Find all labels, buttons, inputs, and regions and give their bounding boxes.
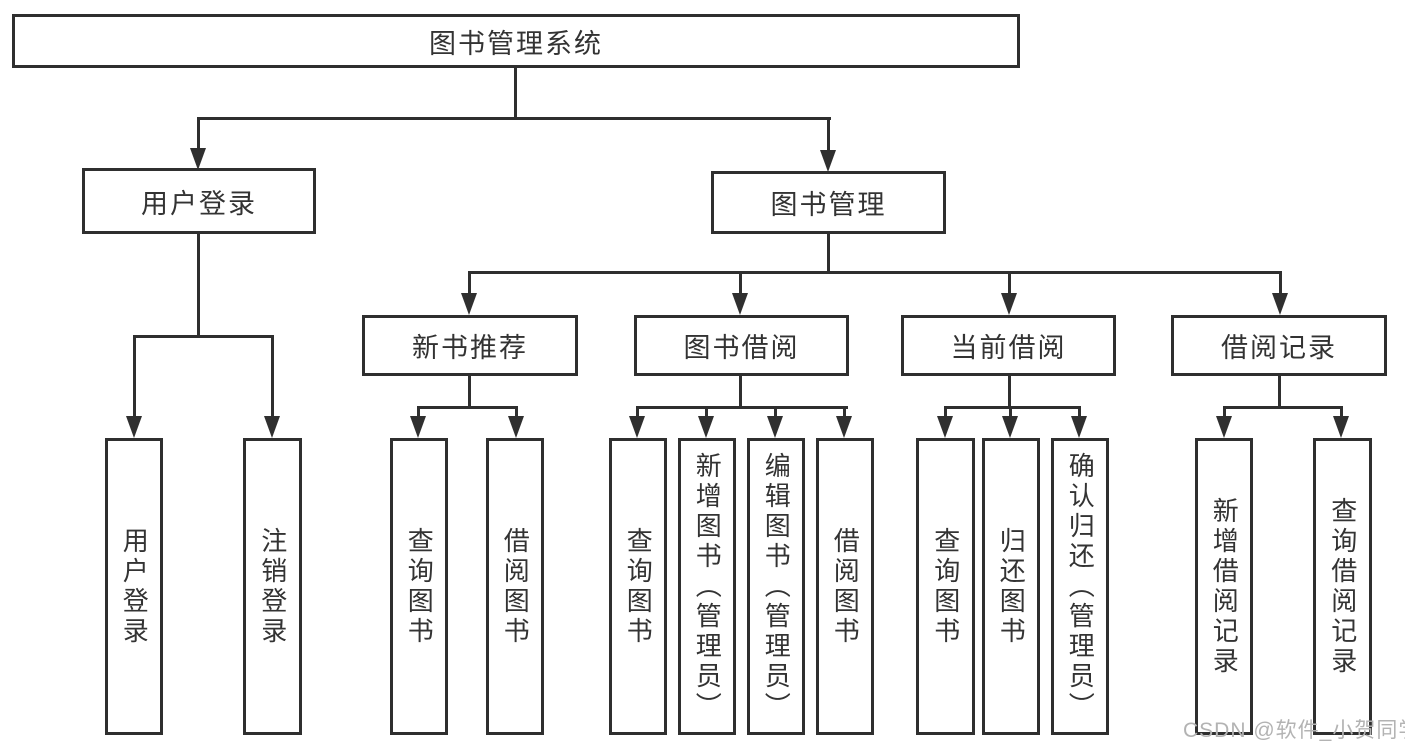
arrowhead-br-add — [1216, 416, 1232, 438]
connector-bookmgmt-vline — [827, 234, 830, 274]
arrowhead-bb-edit — [767, 416, 783, 438]
node-leaf-user-login: 用户登录 — [105, 438, 163, 735]
connector-drop-logout — [271, 335, 274, 417]
arrowhead-current-borrow — [1001, 293, 1017, 315]
connector-root-hline — [197, 117, 831, 120]
arrowhead-new-books — [461, 293, 477, 315]
node-book-mgmt-label: 图书管理 — [770, 190, 887, 220]
arrowhead-cb-query — [937, 416, 953, 438]
connector-bookmgmt-hline — [468, 271, 1282, 274]
node-leaf-bb-query-books-label: 查询图书 — [623, 526, 654, 647]
node-current-borrow-label: 当前借阅 — [950, 333, 1067, 363]
connector-drop-login — [133, 335, 136, 417]
node-new-books-label: 新书推荐 — [412, 333, 528, 363]
node-leaf-logout: 注销登录 — [243, 438, 302, 735]
node-book-borrow-label: 图书借阅 — [683, 333, 800, 363]
connector-userlogin-vline — [197, 234, 200, 338]
node-book-mgmt: 图书管理 — [711, 171, 946, 234]
node-leaf-user-login-label: 用户登录 — [119, 526, 150, 647]
arrowhead-br-query — [1333, 416, 1349, 438]
node-leaf-cb-confirm-return-admin-label: 确认归还（管理员） — [1065, 451, 1096, 722]
node-leaf-br-query-record-label: 查询借阅记录 — [1327, 496, 1358, 677]
connector-drop-current-borrow — [1008, 271, 1011, 295]
connector-drop-nb-query — [417, 406, 420, 418]
arrowhead-login — [126, 416, 142, 438]
node-leaf-bb-add-books-admin-label: 新增图书（管理员） — [692, 451, 723, 722]
connector-drop-book-mgmt — [827, 117, 830, 153]
node-user-login-label: 用户登录 — [141, 188, 257, 219]
arrowhead-nb-borrow — [508, 416, 524, 438]
arrowhead-bb-query — [629, 416, 645, 438]
node-leaf-nb-query-books-label: 查询图书 — [404, 526, 435, 647]
node-leaf-bb-add-books-admin: 新增图书（管理员） — [678, 438, 736, 735]
connector-bookborrow-vline — [739, 376, 742, 409]
node-leaf-br-add-record: 新增借阅记录 — [1195, 438, 1253, 735]
connector-drop-cb-query — [944, 406, 947, 418]
node-leaf-logout-label: 注销登录 — [257, 526, 288, 647]
connector-drop-user-login — [197, 117, 200, 151]
connector-currentborrow-hline — [944, 406, 1081, 409]
node-leaf-cb-return-books-label: 归还图书 — [996, 526, 1027, 647]
node-current-borrow: 当前借阅 — [901, 315, 1116, 376]
connector-drop-bb-borrow — [843, 406, 846, 418]
connector-newbooks-vline — [468, 376, 471, 409]
node-user-login: 用户登录 — [82, 168, 316, 234]
connector-borrowrecords-vline — [1278, 376, 1281, 409]
arrowhead-cb-return — [1002, 416, 1018, 438]
arrowhead-logout — [264, 416, 280, 438]
node-leaf-nb-query-books: 查询图书 — [390, 438, 448, 735]
connector-userlogin-hline — [133, 335, 274, 338]
node-leaf-nb-borrow-books: 借阅图书 — [486, 438, 544, 735]
arrowhead-cb-confirm — [1071, 416, 1087, 438]
connector-drop-bb-edit — [774, 406, 777, 418]
connector-drop-nb-borrow — [515, 406, 518, 418]
arrowhead-bb-borrow — [836, 416, 852, 438]
node-leaf-bb-borrow-books-label: 借阅图书 — [830, 526, 861, 647]
node-leaf-nb-borrow-books-label: 借阅图书 — [500, 526, 531, 647]
connector-drop-bb-query — [636, 406, 639, 418]
node-leaf-br-add-record-label: 新增借阅记录 — [1209, 496, 1240, 677]
connector-drop-cb-return — [1009, 406, 1012, 418]
arrowhead-book-mgmt — [820, 150, 836, 172]
connector-currentborrow-vline — [1008, 376, 1011, 409]
connector-drop-br-query — [1340, 406, 1343, 418]
node-leaf-bb-borrow-books: 借阅图书 — [816, 438, 874, 735]
node-leaf-cb-return-books: 归还图书 — [982, 438, 1040, 735]
node-new-books: 新书推荐 — [362, 315, 578, 376]
node-root-label: 图书管理系统 — [429, 28, 603, 59]
node-leaf-cb-confirm-return-admin: 确认归还（管理员） — [1051, 438, 1109, 735]
connector-drop-book-borrow — [739, 271, 742, 295]
node-leaf-bb-edit-books-admin: 编辑图书（管理员） — [747, 438, 805, 735]
csdn-watermark: CSDN @软件_小贺同学 — [1183, 719, 1405, 742]
node-book-borrow: 图书借阅 — [634, 315, 849, 376]
arrowhead-nb-query — [410, 416, 426, 438]
connector-drop-bb-add — [705, 406, 708, 418]
connector-bookborrow-hline — [636, 406, 848, 409]
connector-drop-new-books — [468, 271, 471, 295]
node-root: 图书管理系统 — [12, 14, 1020, 68]
connector-borrowrecords-hline — [1223, 406, 1343, 409]
arrowhead-borrow-records — [1272, 293, 1288, 315]
connector-root-vline — [514, 68, 517, 119]
connector-drop-cb-confirm — [1078, 406, 1081, 418]
connector-newbooks-hline — [417, 406, 518, 409]
node-leaf-cb-query-books-label: 查询图书 — [930, 526, 961, 647]
node-borrow-records: 借阅记录 — [1171, 315, 1387, 376]
arrowhead-book-borrow — [732, 293, 748, 315]
node-borrow-records-label: 借阅记录 — [1221, 333, 1337, 363]
arrowhead-user-login — [190, 148, 206, 170]
node-leaf-bb-query-books: 查询图书 — [609, 438, 667, 735]
connector-drop-br-add — [1223, 406, 1226, 418]
arrowhead-bb-add — [698, 416, 714, 438]
node-leaf-br-query-record: 查询借阅记录 — [1313, 438, 1372, 735]
node-leaf-bb-edit-books-admin-label: 编辑图书（管理员） — [761, 451, 792, 722]
connector-drop-borrow-records — [1279, 271, 1282, 295]
node-leaf-cb-query-books: 查询图书 — [916, 438, 975, 735]
